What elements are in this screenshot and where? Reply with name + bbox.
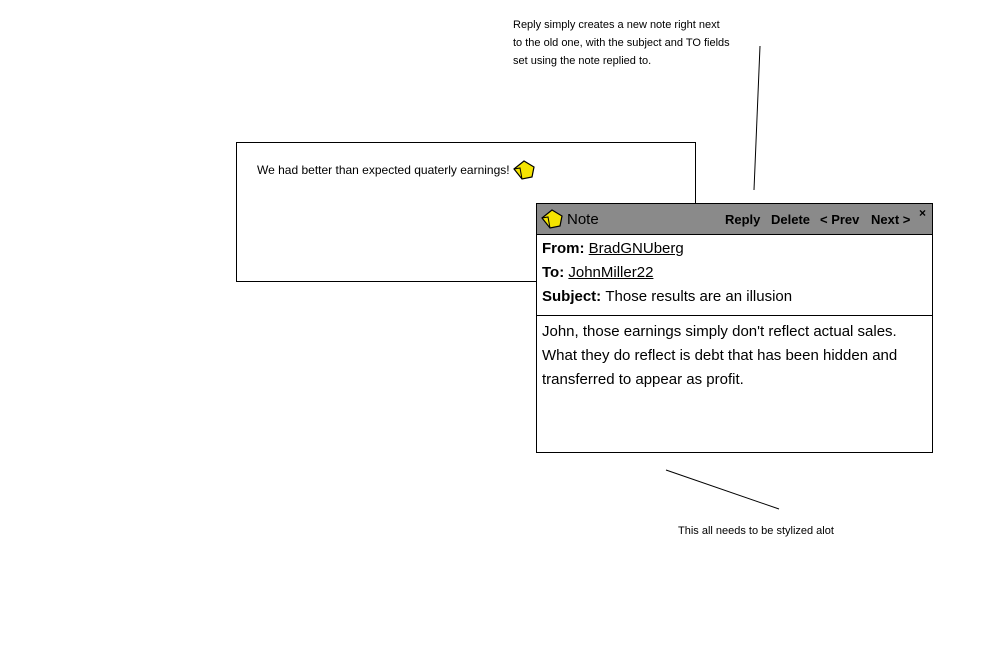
annotation-line: to the old one, with the subject and TO … (513, 37, 730, 49)
annotation-reply-explanation: Reply simply creates a new note right ne… (513, 16, 730, 70)
annotation-style-note: This all needs to be stylized alot (678, 525, 834, 537)
close-icon[interactable]: × (919, 206, 927, 220)
note-titlebar[interactable]: Note Reply Delete < Prev Next > × (537, 204, 932, 235)
note-body-line: John, those earnings simply don't reflec… (542, 323, 897, 340)
subject-value: Those results are an illusion (605, 288, 793, 305)
reply-button[interactable]: Reply (725, 212, 761, 227)
note-window: Note Reply Delete < Prev Next > × From: … (536, 203, 933, 453)
note-body: John, those earnings simply don't reflec… (542, 320, 927, 392)
sticky-note-icon (541, 209, 563, 229)
to-label: To: (542, 264, 569, 281)
annotation-line: Reply simply creates a new note right ne… (513, 19, 720, 31)
to-row: To: JohnMiller22 (542, 264, 653, 281)
document-text: We had better than expected quaterly ear… (257, 163, 510, 177)
from-row: From: BradGNUberg (542, 240, 684, 257)
subject-label: Subject: (542, 288, 606, 305)
to-link[interactable]: JohnMiller22 (568, 264, 654, 281)
from-link[interactable]: BradGNUberg (588, 240, 684, 257)
note-header: From: BradGNUberg To: JohnMiller22 Subje… (537, 235, 932, 316)
subject-row: Subject: Those results are an illusion (542, 288, 792, 305)
annotation-pointer-style (665, 469, 780, 510)
sticky-note-icon[interactable] (512, 159, 536, 181)
note-title: Note (567, 211, 599, 228)
next-button[interactable]: Next > (871, 212, 911, 227)
from-label: From: (542, 240, 589, 257)
prev-button[interactable]: < Prev (820, 212, 860, 227)
annotation-pointer-reply (753, 45, 761, 191)
note-body-line: transferred to appear as profit. (542, 371, 744, 388)
note-body-line: What they do reflect is debt that has be… (542, 347, 898, 364)
annotation-line: set using the note replied to. (513, 55, 652, 67)
delete-button[interactable]: Delete (771, 212, 811, 227)
